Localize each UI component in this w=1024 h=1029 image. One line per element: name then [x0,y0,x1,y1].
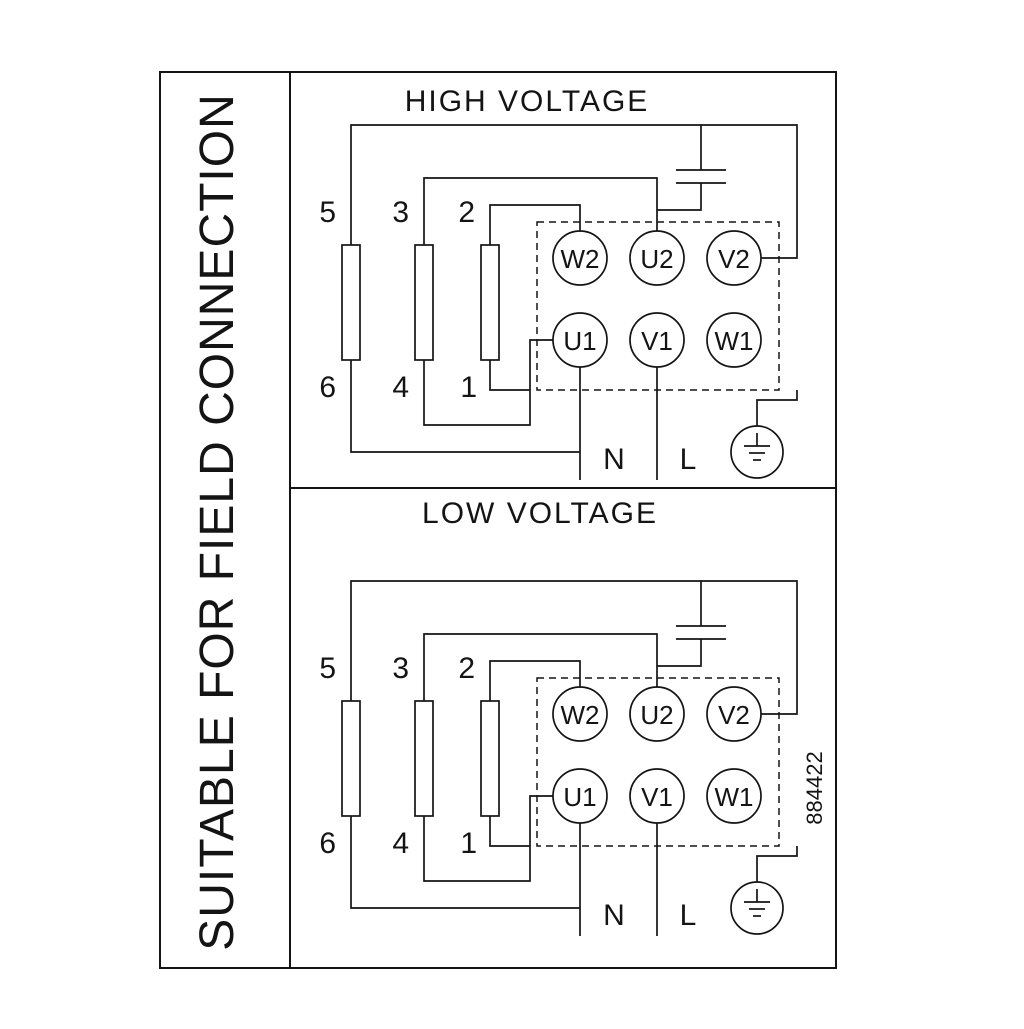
ground-circle [730,425,784,479]
winding-3-4 [414,244,434,361]
lead-label-6: 6 [319,827,336,860]
line-label: L [680,443,697,476]
wire-lead2-to-w2 [489,660,581,701]
wire-lead1-junction [489,816,530,847]
earth-ground-icon [730,390,798,479]
wire-lead5-to-v2 [350,580,798,715]
outer-frame [159,71,837,969]
part-number: 884422 [802,751,827,824]
side-panel-label: SUITABLE FOR FIELD CONNECTION [191,93,244,951]
terminal-block-outline [536,221,780,391]
winding-2-1 [480,244,500,361]
ground-lead [756,846,798,882]
wire-lead1-junction [489,360,530,391]
wire-lead6-to-neutral [350,816,580,909]
terminal-u1-label: U1 [563,782,596,812]
lead-label-6: 6 [319,371,336,404]
lead-label-1: 1 [460,371,477,404]
capacitor-bottom-lead [657,639,702,667]
terminal-v1 [629,768,685,824]
capacitor-bottom-lead [657,183,702,211]
neutral-label: N [603,443,625,476]
capacitor-icon [657,581,726,667]
lead-label-2: 2 [458,652,475,685]
winding-3-4 [414,700,434,817]
wire-lead3-to-u2 [423,633,658,701]
terminal-block-outline [536,677,780,847]
terminal-w2-label: W2 [561,244,600,274]
terminal-w2 [552,686,608,742]
high-voltage-diagram: W2 U2 V2 U1 V1 W1 5 3 2 6 4 1 N L [319,124,798,480]
line-label: L [680,899,697,932]
terminal-u2-label: U2 [640,700,673,730]
terminal-v1 [629,312,685,368]
terminal-w1-label: W1 [715,326,754,356]
wire-lead5-to-v2 [350,124,798,259]
lead-label-5: 5 [319,196,336,229]
wire-lead2-to-w2 [489,204,581,245]
low-voltage-diagram: W2 U2 V2 U1 V1 W1 5 3 2 6 4 1 N L [319,580,798,936]
lead-label-3: 3 [392,652,409,685]
terminal-v2 [706,230,762,286]
capacitor-icon [657,125,726,211]
terminal-u2 [629,686,685,742]
terminal-w2 [552,230,608,286]
terminal-w1-label: W1 [715,782,754,812]
terminal-u2-label: U2 [640,244,673,274]
terminal-u1-label: U1 [563,326,596,356]
terminal-w1 [706,768,762,824]
terminal-v2-label: V2 [718,700,750,730]
winding-5-6 [341,244,361,361]
terminal-u1 [552,312,608,368]
lead-label-1: 1 [460,827,477,860]
terminal-w1 [706,312,762,368]
terminal-v2-label: V2 [718,244,750,274]
ground-circle [730,881,784,935]
ground-lead [756,390,798,426]
wire-lead6-to-neutral [350,360,580,453]
terminal-w2-label: W2 [561,700,600,730]
lead-label-3: 3 [392,196,409,229]
winding-2-1 [480,700,500,817]
lead-label-4: 4 [392,827,409,860]
earth-ground-icon [730,846,798,935]
neutral-label: N [603,899,625,932]
lead-label-4: 4 [392,371,409,404]
terminal-v2 [706,686,762,742]
winding-5-6 [341,700,361,817]
high-voltage-title: HIGH VOLTAGE [405,85,650,118]
lead-label-2: 2 [458,196,475,229]
lead-label-5: 5 [319,652,336,685]
terminal-u2 [629,230,685,286]
terminal-u1 [552,768,608,824]
wire-lead3-to-u2 [423,177,658,245]
terminal-v1-label: V1 [641,326,673,356]
low-voltage-title: LOW VOLTAGE [422,497,658,530]
terminal-v1-label: V1 [641,782,673,812]
